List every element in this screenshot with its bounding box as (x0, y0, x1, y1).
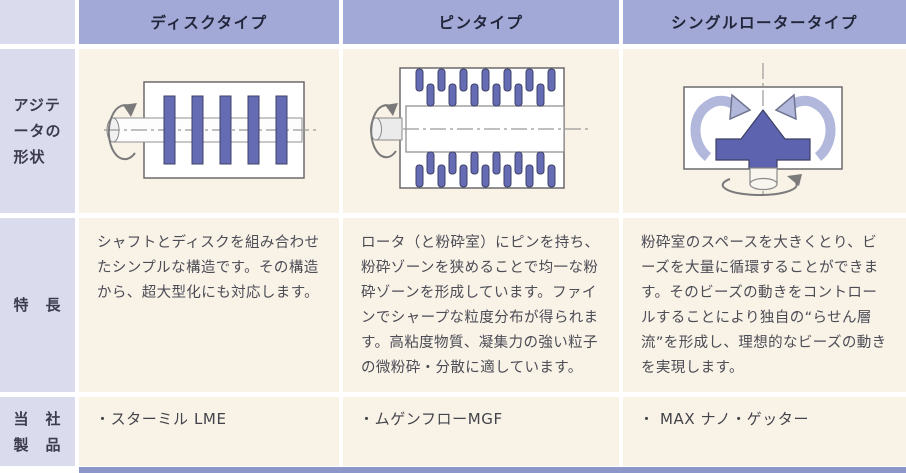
bottom-accent-bar (79, 467, 906, 473)
features-cell-pin: ロータ（と粉砕室）にピンを持ち、粉砕ゾーンを狭めることで均一な粉砕ゾーンを形成し… (343, 218, 619, 392)
pin-type-diagram (370, 67, 588, 189)
row-label-features: 特 長 (0, 218, 75, 392)
features-cell-single-rotor: 粉砕室のスペースを大きくとり、ビーズを大量に循環することができます。そのビーズの… (623, 218, 906, 392)
features-cell-disk: シャフトとディスクを組み合わせたシンプルな構造です。その構造から、超大型化にも対… (79, 218, 339, 392)
column-title: シングルロータータイプ (670, 14, 858, 32)
column-header-disk-type: ディスクタイプ (79, 0, 339, 44)
header-corner-cell (0, 0, 75, 44)
disk-type-diagram (103, 81, 316, 179)
shape-cell-disk (79, 49, 339, 213)
column-header-pin-type: ピンタイプ (343, 0, 619, 44)
column-title: ディスクタイプ (150, 14, 268, 32)
single-rotor-type-diagram (682, 63, 843, 197)
row-label-agitator-shape: アジテ ータの 形状 (0, 49, 75, 213)
column-header-single-rotor-type: シングルロータータイプ (623, 0, 906, 44)
shape-cell-pin (343, 49, 619, 213)
shape-cell-single-rotor (623, 49, 906, 213)
row-label-products: 当 社 製 品 (0, 397, 75, 466)
column-title: ピンタイプ (438, 14, 524, 32)
product-cell-disk: ・スターミル LME (79, 397, 339, 466)
product-cell-pin: ・ムゲンフローMGF (343, 397, 619, 466)
product-cell-single-rotor: ・ MAX ナノ・ゲッター (623, 397, 906, 466)
